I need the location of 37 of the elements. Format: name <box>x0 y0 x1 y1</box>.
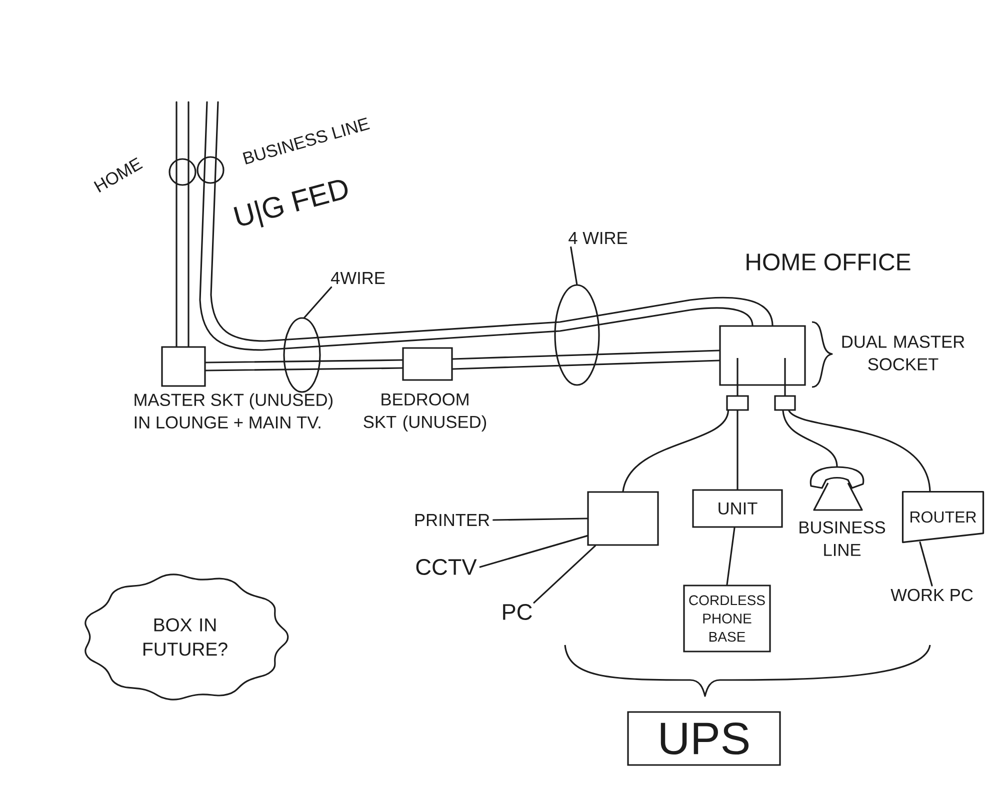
plug-box <box>726 395 749 411</box>
leader-line <box>283 286 332 393</box>
wire <box>782 410 838 468</box>
cable <box>452 350 720 370</box>
note-text: U|G FED <box>234 180 348 228</box>
device-label: PC <box>503 604 532 620</box>
plug-box <box>774 395 796 411</box>
device-box: UPS <box>627 711 781 766</box>
wire <box>784 385 786 396</box>
cloud-note: BOX IN FUTURE? <box>84 574 289 700</box>
device-label: WORK PC <box>890 588 973 602</box>
cable <box>205 359 403 372</box>
leader-line <box>554 246 600 386</box>
wire <box>736 385 738 396</box>
socket-label: DUAL MASTER SOCKET <box>842 336 964 370</box>
wire <box>919 541 933 586</box>
cable <box>199 101 774 351</box>
device-label: BUSINESS LINE <box>800 521 886 556</box>
socket-label: MASTER SKT (UNUSED) IN LOUNGE + MAIN TV. <box>134 393 332 429</box>
device-label: PRINTER <box>415 514 490 526</box>
wire <box>479 535 588 568</box>
wire <box>492 518 588 521</box>
cable-label: 4WIRE <box>330 272 385 284</box>
socket-label: BEDROOM SKT (UNUSED) <box>364 393 486 432</box>
wire <box>622 410 729 492</box>
cable-label: 4 WIRE <box>568 232 628 244</box>
wire <box>788 410 931 493</box>
device-box: UNIT <box>692 489 783 528</box>
room-label: HOME OFFICE <box>746 254 910 270</box>
device-box <box>587 491 659 546</box>
wire <box>736 410 738 490</box>
device-label: CCTV <box>416 558 477 576</box>
device-box: CORDLESS PHONE BASE <box>683 584 771 652</box>
device-box: ROUTER <box>902 490 984 544</box>
wire <box>726 527 736 586</box>
wire <box>533 545 596 604</box>
cable <box>176 101 190 347</box>
